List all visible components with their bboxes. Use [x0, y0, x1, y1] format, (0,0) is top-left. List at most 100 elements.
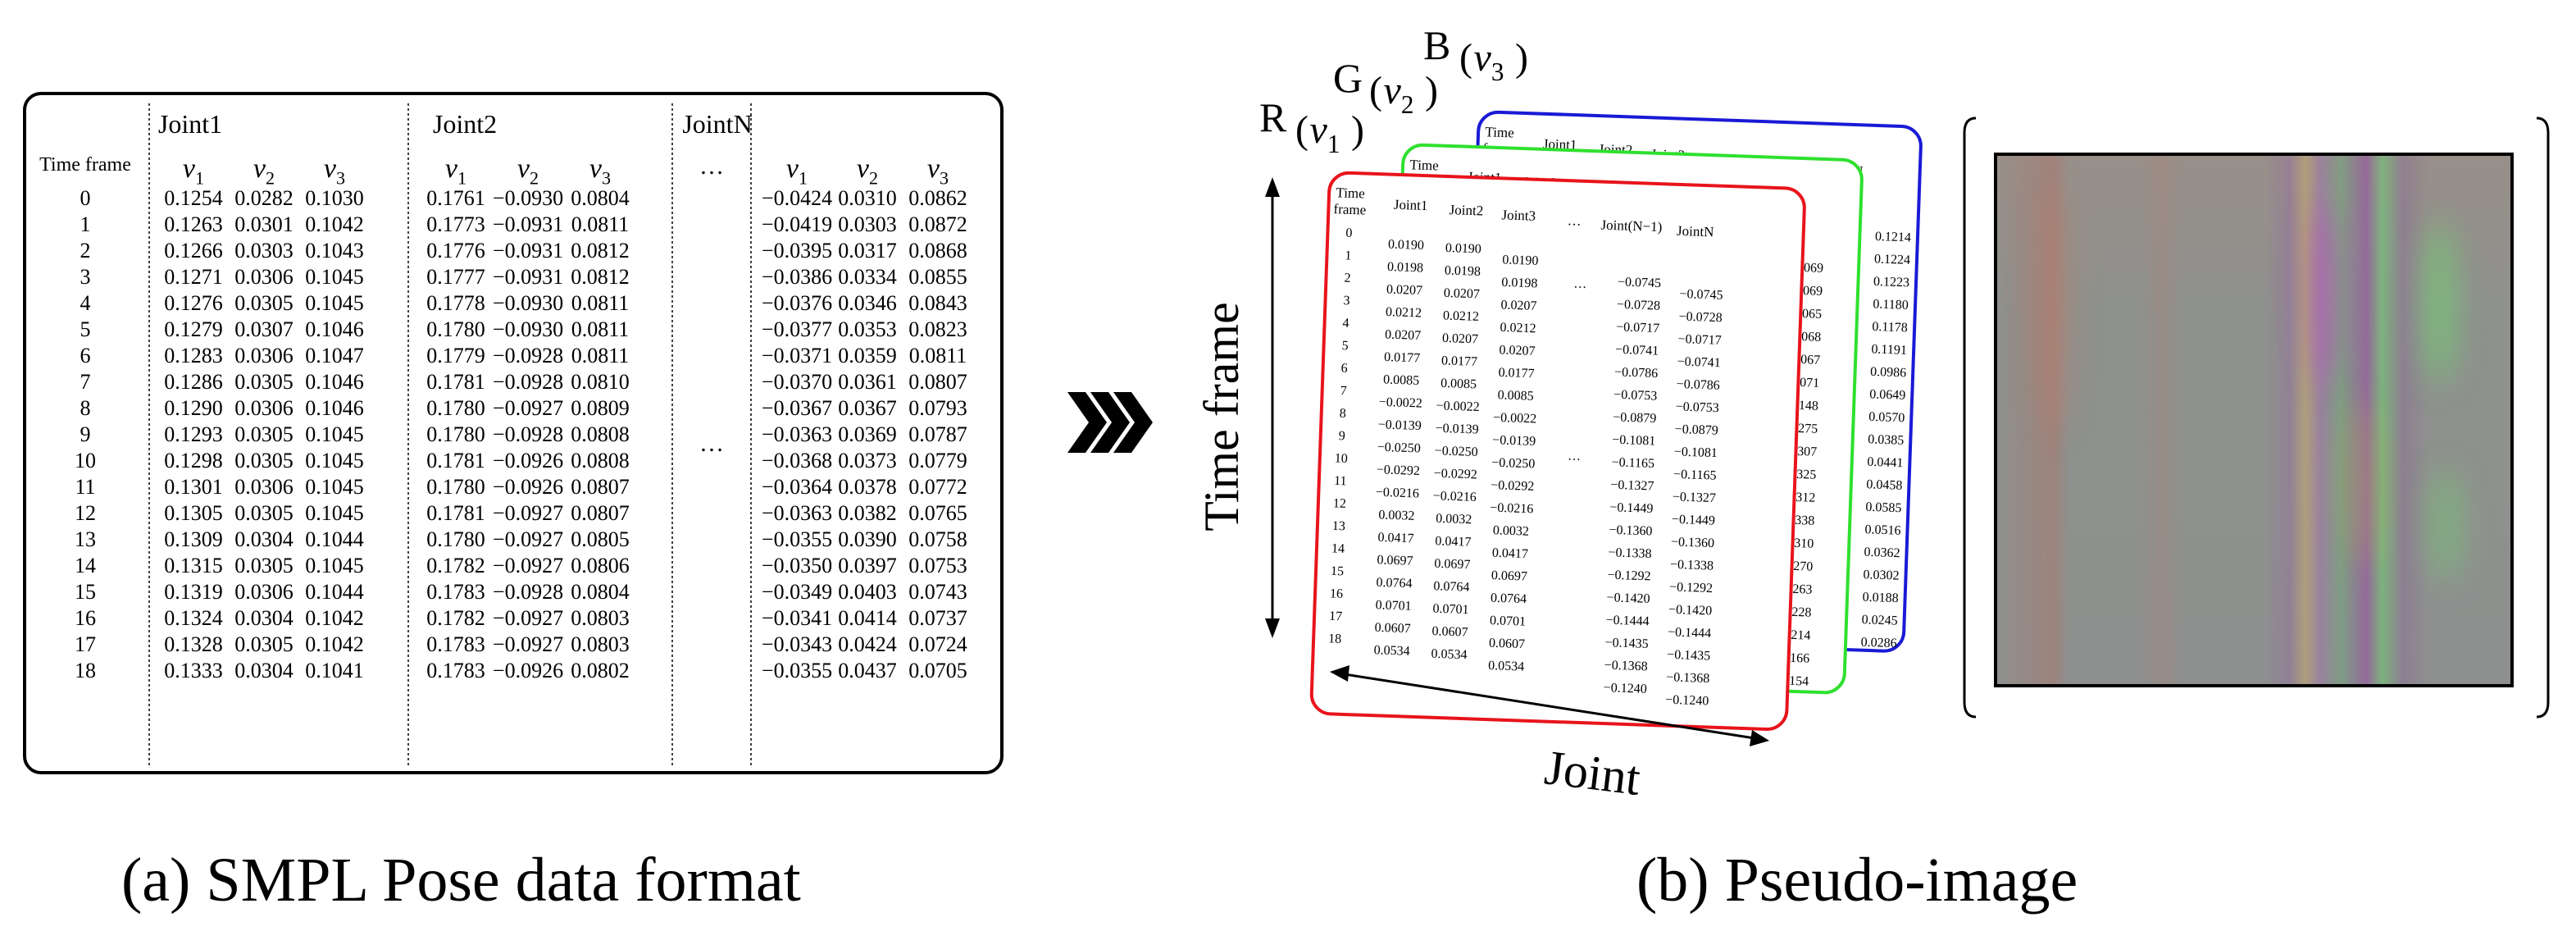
table-cell: 0.0317: [838, 239, 897, 262]
table-cell: 0.0737: [908, 606, 967, 630]
v-subheader: v2: [857, 153, 878, 189]
table-cell: 0.1045: [305, 291, 364, 315]
red-cell: −0.0216: [1490, 501, 1534, 517]
red-cell: −0.1165: [1673, 468, 1717, 483]
table-cell: 0.0765: [908, 501, 967, 525]
blue-cell: 0.0286: [1860, 636, 1897, 651]
red-cell: −0.1292: [1669, 580, 1714, 595]
column-ellipsis: …: [699, 430, 724, 457]
blue-cell: 0.0458: [1866, 477, 1903, 493]
table-cell: 7: [80, 370, 91, 394]
table-cell: 8: [80, 396, 91, 420]
red-cell: 0.0607: [1489, 637, 1526, 652]
table-cell: 0.1047: [305, 344, 364, 367]
table-cell: 0.1781: [426, 370, 485, 394]
table-cell: 0.1298: [164, 449, 223, 472]
red-cell: 0.0198: [1387, 260, 1424, 276]
channel-letter: G: [1333, 55, 1363, 101]
table-cell: 0.1045: [305, 501, 364, 525]
caption-b: (b) Pseudo-image: [1636, 846, 2078, 915]
table-cell: −0.0363: [762, 501, 832, 525]
channel-letter: R: [1259, 94, 1287, 140]
red-cell: 0.0207: [1442, 331, 1479, 347]
table-cell: −0.0376: [762, 291, 832, 315]
red-cell: 0.0198: [1501, 276, 1538, 291]
table-cell: 0.0705: [908, 659, 967, 682]
table-cell: 0.0303: [838, 212, 897, 236]
table-cell: 0.0808: [571, 422, 630, 446]
channel-paren: (: [1369, 69, 1382, 112]
chevron-arrows-icon: [1066, 386, 1156, 459]
table-cell: −0.0377: [762, 317, 832, 341]
red-cell: 0.0177: [1441, 354, 1478, 369]
red-cell: −0.1338: [1608, 545, 1652, 561]
table-cell: 0.0809: [571, 396, 630, 420]
blue-cell: 0.0986: [1870, 365, 1907, 381]
table-cell: −0.0386: [762, 265, 832, 289]
red-cell: 0.0607: [1431, 624, 1468, 640]
blue-cell: 0.0362: [1864, 545, 1900, 561]
channel-paren: ): [1425, 69, 1438, 112]
red-row-index: 15: [1331, 564, 1345, 579]
red-cell: −0.0139: [1435, 422, 1479, 437]
red-cell: −0.1360: [1671, 535, 1715, 550]
red-cell: 0.0701: [1375, 598, 1412, 614]
table-cell: −0.0368: [762, 449, 832, 472]
blue-cell: 0.0585: [1865, 500, 1902, 516]
red-row-index: 4: [1342, 317, 1349, 331]
red-cell: 0.0764: [1433, 579, 1470, 595]
table-cell: 0.0811: [571, 344, 630, 367]
table-cell: 0.0843: [908, 291, 967, 315]
table-cell: 0.0305: [234, 370, 294, 394]
table-cell: 0.1778: [426, 291, 485, 315]
table-cell: 0.0812: [571, 265, 630, 289]
table-cell: 0.0811: [571, 317, 630, 341]
table-cell: 0.0753: [908, 554, 967, 577]
red-cell: −0.1165: [1611, 455, 1654, 471]
table-cell: 0.1293: [164, 422, 223, 446]
table-cell: 0.1045: [305, 449, 364, 472]
table-cell: 4: [80, 291, 91, 315]
v-subheader: v2: [253, 153, 275, 189]
red-cell: 0.0417: [1435, 534, 1472, 550]
blue-cell: 0.0302: [1863, 568, 1900, 583]
red-cell: 0.0190: [1502, 253, 1539, 268]
table-cell: 0.0779: [908, 449, 967, 472]
table-cell: 0: [80, 186, 91, 210]
table-cell: 0.0306: [234, 475, 294, 499]
table-cell: 0.0793: [908, 396, 967, 420]
table-cell: 0.0303: [234, 239, 294, 262]
table-cell: 0.0811: [571, 291, 630, 315]
frame-column-header: Joint2: [1449, 202, 1483, 218]
table-cell: 0.1779: [426, 344, 485, 367]
table-cell: −0.0926: [493, 449, 563, 472]
red-cell: −0.0879: [1613, 410, 1657, 426]
table-cell: 0.0307: [234, 317, 294, 341]
table-cell: 0.0397: [838, 554, 897, 577]
table-cell: 0.0812: [571, 239, 630, 262]
table-cell: 0.1045: [305, 554, 364, 577]
table-cell: −0.0395: [762, 239, 832, 262]
blue-cell: 0.0570: [1868, 410, 1905, 426]
table-cell: −0.0927: [493, 396, 563, 420]
table-cell: 0.1324: [164, 606, 223, 630]
table-cell: −0.0927: [493, 527, 563, 551]
red-row-index: 13: [1332, 519, 1346, 534]
table-cell: 0.0810: [571, 370, 630, 394]
red-row-index: 2: [1344, 272, 1351, 285]
table-cell: 0.1046: [305, 396, 364, 420]
table-cell: 0.0305: [234, 291, 294, 315]
table-cell: 0.1783: [426, 659, 485, 682]
table-cell: 0.0334: [838, 265, 897, 289]
red-row-index: 12: [1333, 496, 1347, 511]
table-cell: −0.0370: [762, 370, 832, 394]
table-cell: 0.1780: [426, 527, 485, 551]
frame-time-header: frame: [1333, 201, 1366, 217]
table-cell: 0.0346: [838, 291, 897, 315]
table-cell: 0.0373: [838, 449, 897, 472]
table-cell: 0.0378: [838, 475, 897, 499]
table-cell: 15: [75, 580, 96, 604]
red-cell: 0.0032: [1436, 512, 1472, 527]
table-cell: 12: [75, 501, 96, 525]
